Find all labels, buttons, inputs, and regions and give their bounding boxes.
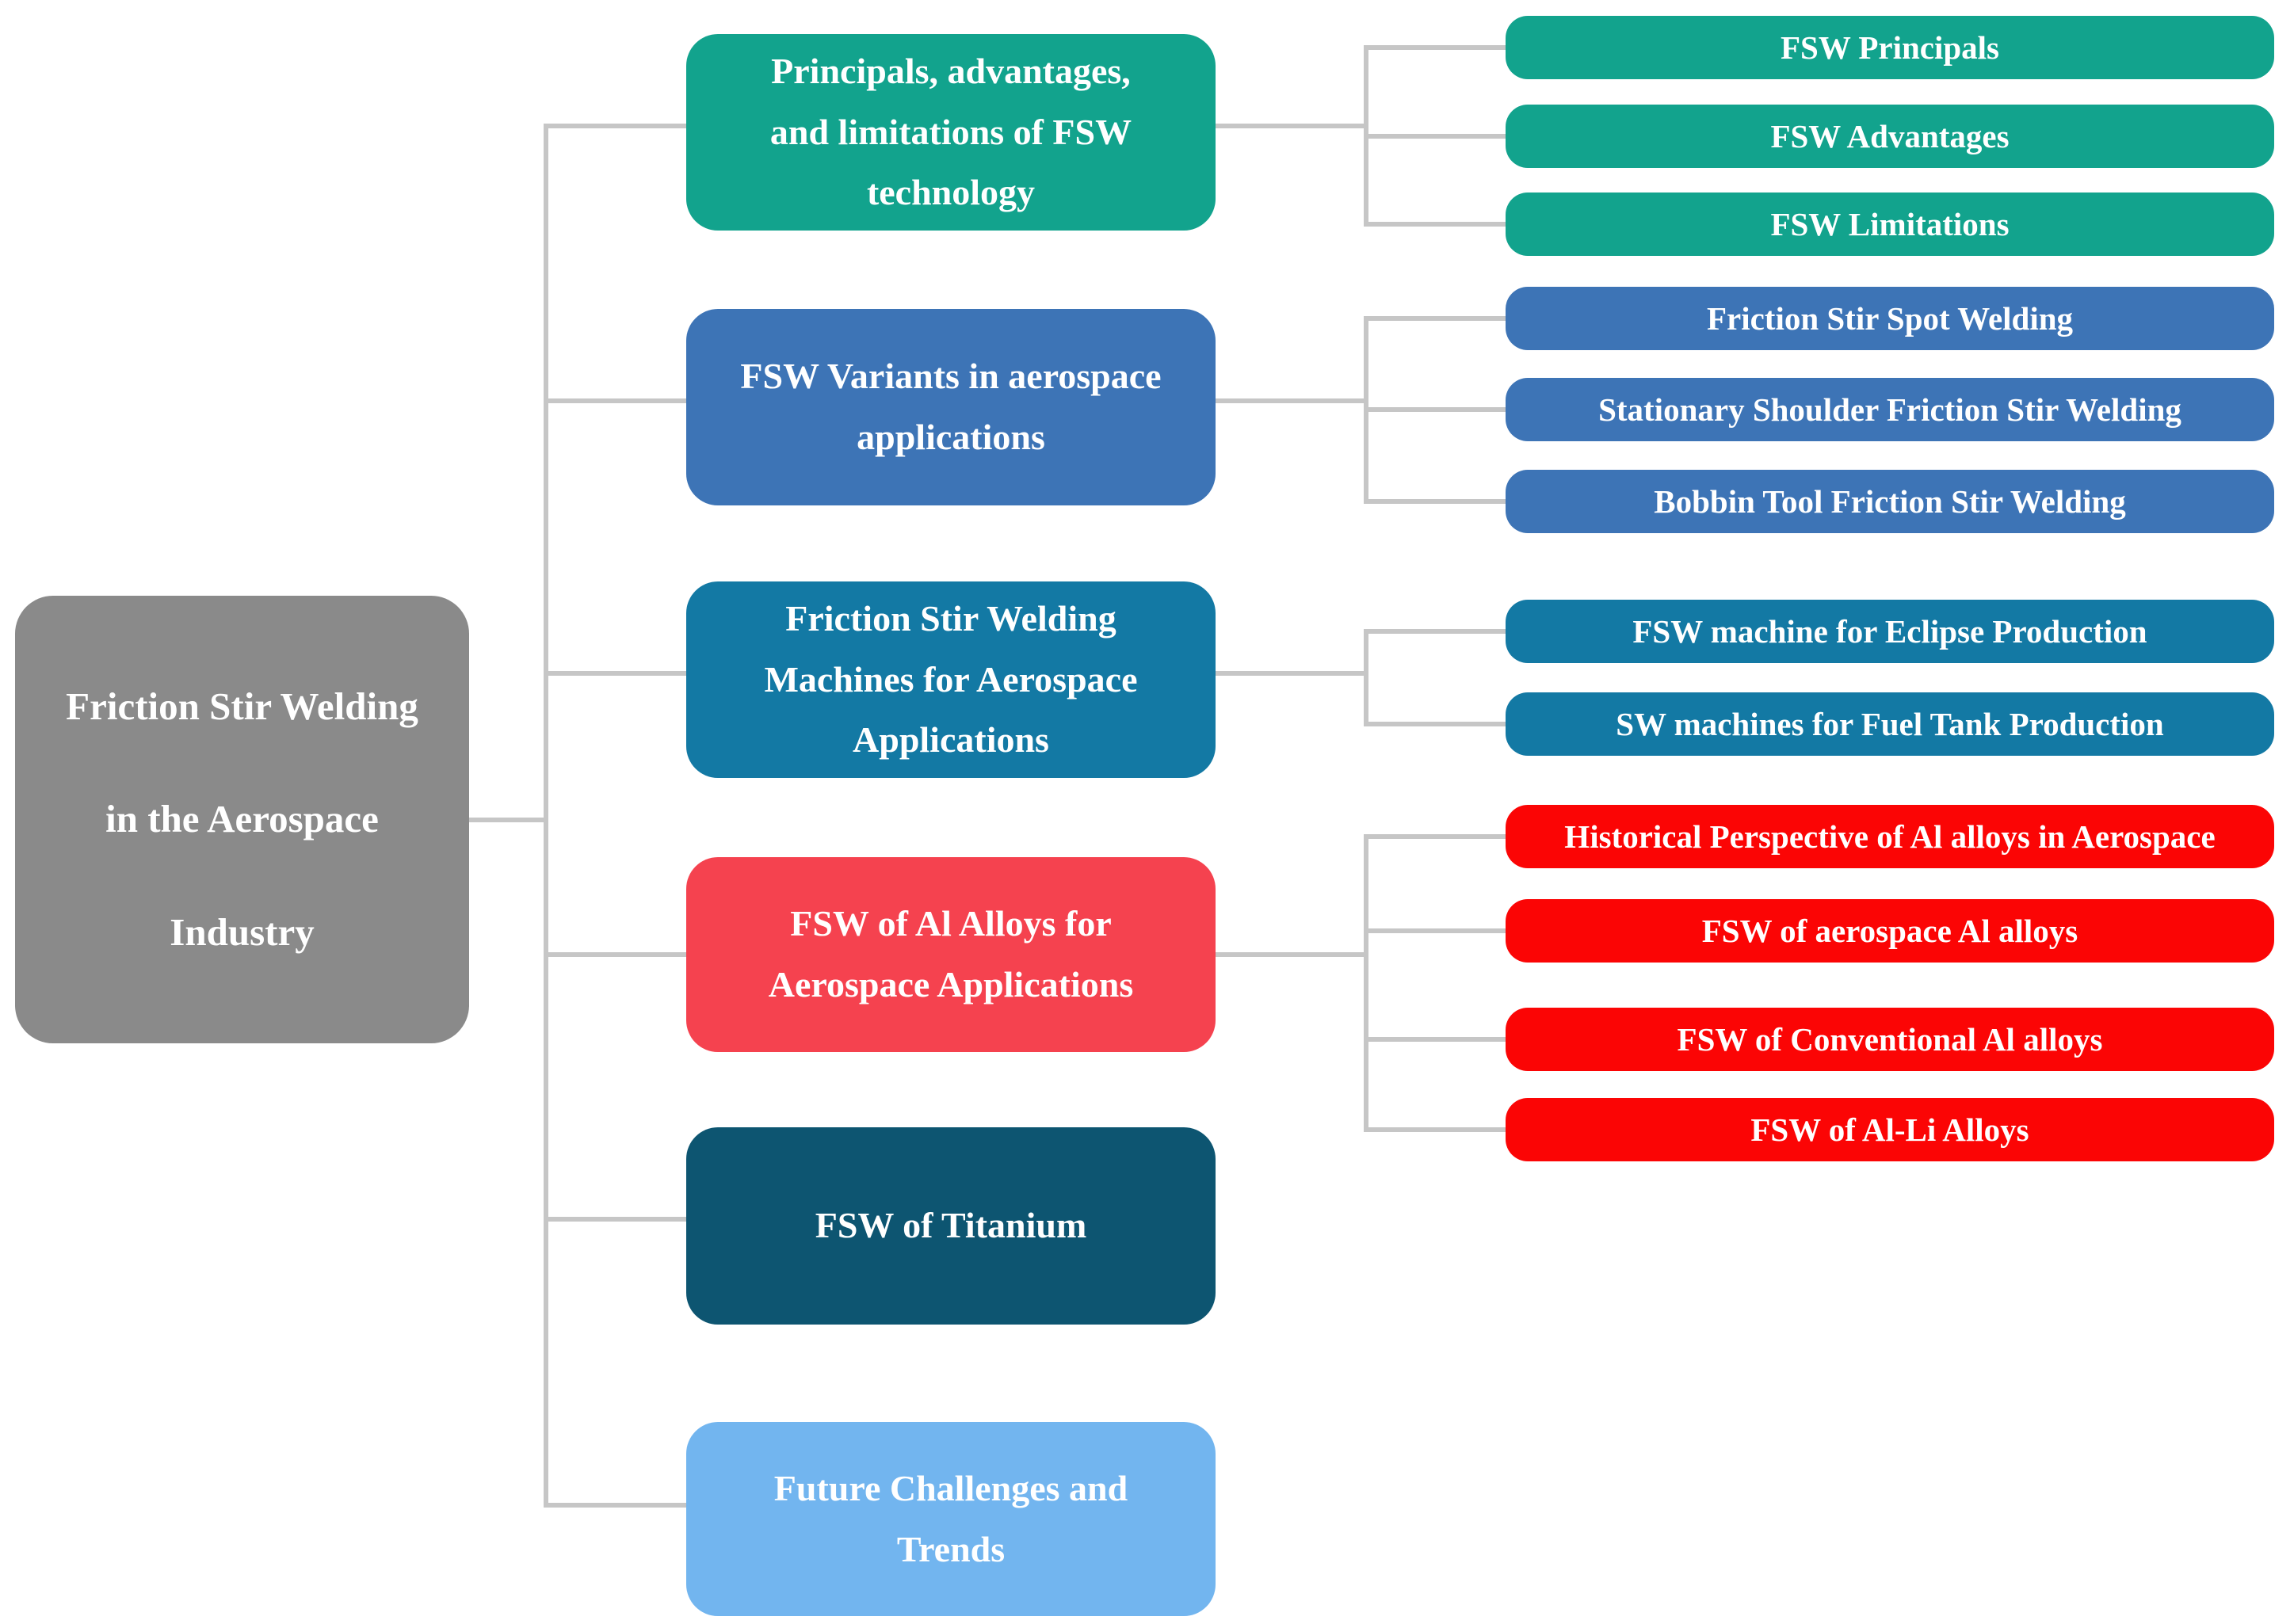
leaf-fsw-advantages: FSW Advantages bbox=[1506, 105, 2274, 168]
connector-trunk-branch-5 bbox=[544, 1217, 688, 1222]
connector-trunk-branch-4 bbox=[544, 952, 688, 957]
leaf-fsw-al-li-alloys: FSW of Al-Li Alloys bbox=[1506, 1098, 2274, 1161]
connector-group3-vertical bbox=[1364, 629, 1368, 726]
leaf-fsw-machine-eclipse: FSW machine for Eclipse Production bbox=[1506, 600, 2274, 663]
connector-branch3-out bbox=[1216, 671, 1368, 676]
connector-group1-leaf3 bbox=[1364, 222, 1506, 227]
leaf-friction-stir-spot-welding: Friction Stir Spot Welding bbox=[1506, 287, 2274, 350]
connector-group1-leaf2 bbox=[1364, 134, 1506, 139]
connector-group3-leaf2 bbox=[1364, 722, 1506, 726]
leaf-sw-machines-fuel-tank: SW machines for Fuel Tank Production bbox=[1506, 692, 2274, 756]
connector-group2-leaf2 bbox=[1364, 407, 1506, 412]
branch-fsw-al-alloys: FSW of Al Alloys for Aerospace Applicati… bbox=[686, 857, 1216, 1052]
connector-trunk-branch-3 bbox=[544, 671, 688, 676]
connector-group3-leaf1 bbox=[1364, 629, 1506, 634]
connector-group4-leaf4 bbox=[1364, 1127, 1506, 1132]
connector-group2-leaf3 bbox=[1364, 499, 1506, 504]
connector-group4-leaf2 bbox=[1364, 928, 1506, 933]
leaf-historical-perspective-al-alloys: Historical Perspective of Al alloys in A… bbox=[1506, 805, 2274, 868]
connector-root-to-trunk bbox=[469, 818, 548, 822]
connector-trunk-branch-2 bbox=[544, 398, 688, 403]
leaf-fsw-limitations: FSW Limitations bbox=[1506, 193, 2274, 256]
leaf-stationary-shoulder-fsw: Stationary Shoulder Friction Stir Weldin… bbox=[1506, 378, 2274, 441]
connector-trunk-branch-1 bbox=[544, 124, 688, 128]
connector-trunk bbox=[544, 124, 548, 1508]
connector-group1-leaf1 bbox=[1364, 45, 1506, 50]
connector-group2-leaf1 bbox=[1364, 316, 1506, 321]
connector-branch2-out bbox=[1216, 398, 1368, 403]
leaf-fsw-conventional-al-alloys: FSW of Conventional Al alloys bbox=[1506, 1008, 2274, 1071]
connector-trunk-branch-6 bbox=[544, 1503, 688, 1508]
connector-branch1-out bbox=[1216, 124, 1368, 128]
root-node: Friction Stir Welding in the Aerospace I… bbox=[15, 596, 469, 1043]
branch-fsw-titanium: FSW of Titanium bbox=[686, 1127, 1216, 1325]
leaf-fsw-principals: FSW Principals bbox=[1506, 16, 2274, 79]
connector-group4-vertical bbox=[1364, 834, 1368, 1132]
leaf-bobbin-tool-fsw: Bobbin Tool Friction Stir Welding bbox=[1506, 470, 2274, 533]
connector-group4-leaf3 bbox=[1364, 1037, 1506, 1042]
branch-principals-advantages-limitations: Principals, advantages, and limitations … bbox=[686, 34, 1216, 231]
branch-future-challenges: Future Challenges and Trends bbox=[686, 1422, 1216, 1616]
leaf-fsw-aerospace-al-alloys: FSW of aerospace Al alloys bbox=[1506, 899, 2274, 963]
branch-fsw-variants: FSW Variants in aerospace applications bbox=[686, 309, 1216, 505]
connector-group4-leaf1 bbox=[1364, 834, 1506, 839]
branch-fsw-machines: Friction Stir Welding Machines for Aeros… bbox=[686, 581, 1216, 778]
connector-branch4-out bbox=[1216, 952, 1368, 957]
